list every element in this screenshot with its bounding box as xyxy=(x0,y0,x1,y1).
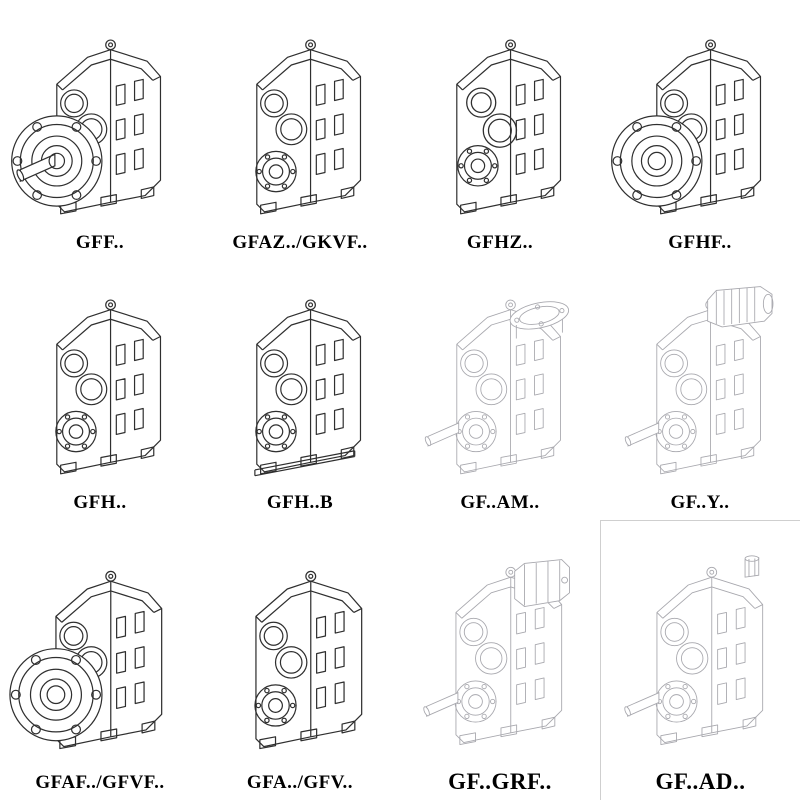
output-shaft xyxy=(423,422,460,447)
model-label: GF..GRF.. xyxy=(448,768,552,794)
catalog-cell-gfhf: GFHF.. xyxy=(600,0,800,260)
catalog-cell-gfa-gfv: GFA../GFV.. xyxy=(200,520,400,800)
input-shaft-stub xyxy=(744,555,759,578)
gearbox-drawing-flange-hollow xyxy=(611,39,762,215)
gearbox-drawing-hollow-bores xyxy=(456,39,562,215)
catalog-cell-gf-grf: GF..GRF.. xyxy=(400,520,600,800)
model-label: GFHZ.. xyxy=(466,232,534,254)
catalog-cell-gfaf-gfvf: GFAF../GFVF.. xyxy=(0,520,200,800)
output-shaft xyxy=(622,691,659,717)
gearbox-drawing-adapter xyxy=(422,558,570,745)
catalog-cell-gfh: GFH.. xyxy=(0,260,200,520)
gearbox-housing xyxy=(56,299,162,475)
model-label: GFAZ../GKVF.. xyxy=(232,232,368,254)
gearbox-drawing-output-bearing xyxy=(55,299,162,475)
catalog-cell-gfaz-gkvf: GFAZ../GKVF.. xyxy=(200,0,400,260)
gearbox-housing xyxy=(456,39,562,215)
model-label: GFH.. xyxy=(73,492,127,514)
model-label: GFA../GFV.. xyxy=(246,772,354,794)
gearbox-drawing-motor xyxy=(623,286,774,475)
output-flange xyxy=(9,648,103,742)
gearbox-drawing-input-shaft xyxy=(622,555,763,745)
model-label: GF..AM.. xyxy=(460,492,540,514)
catalog-cell-gf-y: GF..Y.. xyxy=(600,260,800,520)
catalog-cell-gfhz: GFHZ.. xyxy=(400,0,600,260)
model-label: GFH..B xyxy=(266,492,334,514)
output-shaft xyxy=(623,422,660,447)
model-label: GFHF.. xyxy=(668,232,732,254)
gearbox-drawing-flange-hollow xyxy=(9,570,163,750)
gearbox-housing xyxy=(656,299,761,475)
model-label: GFF.. xyxy=(75,232,125,254)
output-flange xyxy=(611,115,703,207)
motor-block xyxy=(707,286,774,328)
catalog-cell-gfh-b: GFH..B xyxy=(200,260,400,520)
gearbox-drawing-output-bearing-base xyxy=(254,299,362,477)
gearbox-housing xyxy=(255,570,363,750)
output-shaft xyxy=(422,691,459,717)
gearbox-housing xyxy=(256,39,362,215)
catalog-cell-gff: GFF.. xyxy=(0,0,200,260)
output-flange xyxy=(11,115,103,207)
catalog-cell-gf-ad: GF..AD.. xyxy=(600,520,800,800)
model-label: GF..Y.. xyxy=(670,492,730,514)
catalog-cell-gf-am: GF..AM.. xyxy=(400,260,600,520)
model-label: GFAF../GFVF.. xyxy=(35,772,165,794)
gearbox-drawing-flange-shaft xyxy=(11,39,162,215)
gearbox-housing xyxy=(655,566,763,745)
gearbox-drawing-input-flange xyxy=(423,296,572,475)
gearbox-drawing-output-bearing xyxy=(254,570,363,750)
gearbox-drawing-output-bearing xyxy=(255,39,362,215)
input-adapter xyxy=(514,558,570,607)
gearbox-housing xyxy=(256,299,362,475)
model-label: GF..AD.. xyxy=(655,768,746,794)
